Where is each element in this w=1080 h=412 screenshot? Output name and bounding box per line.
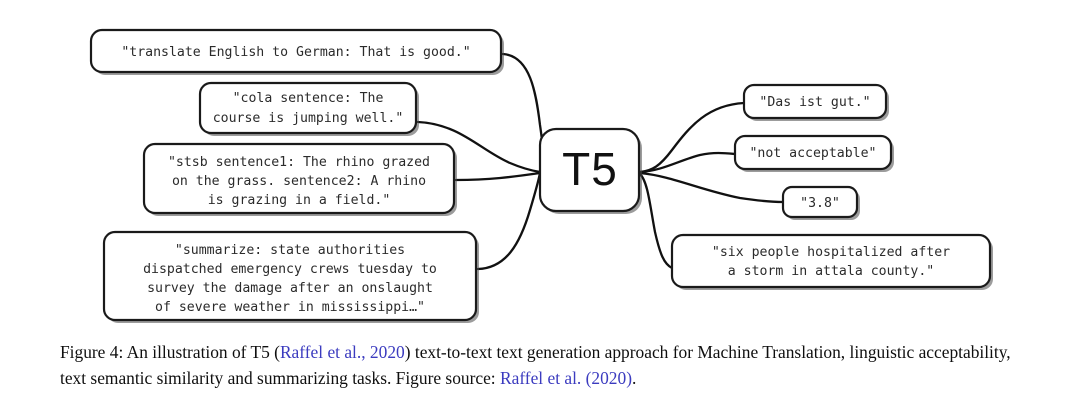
input-box-stsb[interactable]: "stsb sentence1: The rhino grazed on the…: [142, 142, 457, 216]
output-box-translation-line-1: "Das ist gut.": [759, 95, 870, 110]
t5-model-label: T5: [562, 143, 618, 195]
output-box-stsb-rect: [781, 185, 859, 219]
output-box-summarize-line-2: a storm in attala county.": [728, 264, 934, 279]
output-box-stsb-line-1: "3.8": [800, 196, 840, 211]
output-box-stsb[interactable]: "3.8": [781, 185, 860, 220]
output-box-cola-rect: [733, 134, 893, 171]
figure-caption: Figure 4: An illustration of T5 (Raffel …: [60, 340, 1022, 391]
output-connectors: [638, 101, 785, 270]
t5-diagram: "translate English to German: That is go…: [89, 28, 993, 323]
connector-t5-to-translation-out: [638, 101, 746, 174]
t5-model-node[interactable]: T5: [538, 127, 642, 214]
output-box-translation[interactable]: "Das ist gut.": [742, 83, 889, 121]
figure-caption-citation-2[interactable]: Raffel et al. (2020): [500, 367, 632, 388]
input-box-summarize-line-3: survey the damage after an onslaught: [147, 281, 433, 296]
output-box-summarize-rect: [670, 233, 992, 289]
connector-translate-to-t5: [501, 52, 545, 174]
input-box-cola-line-2: course is jumping well.": [213, 111, 404, 126]
input-box-translate-line-1: "translate English to German: That is go…: [121, 45, 470, 60]
figure-caption-text-1: An illustration of T5 (: [123, 342, 280, 362]
connector-cola-to-t5: [416, 120, 542, 174]
input-box-cola[interactable]: "cola sentence: The course is jumping we…: [198, 81, 419, 136]
output-box-summarize[interactable]: "six people hospitalized after a storm i…: [670, 233, 993, 290]
figure-caption-text-3: .: [632, 367, 637, 388]
input-box-summarize-line-4: of severe weather in mississippi…": [155, 300, 425, 315]
connector-t5-to-summarize-out: [638, 172, 674, 270]
output-box-cola[interactable]: "not acceptable": [733, 134, 894, 172]
input-box-summarize-rect: [102, 230, 478, 322]
input-box-stsb-line-1: "stsb sentence1: The rhino grazed: [168, 155, 430, 170]
output-box-cola-line-1: "not acceptable": [749, 146, 876, 161]
input-box-translate[interactable]: "translate English to German: That is go…: [89, 28, 504, 75]
input-box-summarize-line-1: "summarize: state authorities: [175, 243, 405, 258]
output-box-summarize-line-1: "six people hospitalized after: [712, 245, 950, 260]
t5-model-node-rect: [538, 127, 641, 213]
input-box-stsb-rect: [142, 142, 456, 215]
input-box-stsb-line-3: is grazing in a field.": [208, 193, 391, 208]
figure-caption-label: Figure 4:: [60, 342, 124, 362]
figure-caption-citation-1[interactable]: Raffel et al., 2020: [279, 342, 405, 362]
input-box-stsb-line-2: on the grass. sentence2: A rhino: [172, 174, 426, 189]
connector-t5-to-cola-out: [638, 151, 737, 174]
output-box-translation-rect: [742, 83, 888, 120]
figure-diagram-area: "translate English to German: That is go…: [89, 28, 993, 323]
input-box-cola-line-1: "cola sentence: The: [233, 91, 384, 106]
input-box-translate-rect: [89, 28, 503, 74]
input-box-summarize[interactable]: "summarize: state authorities dispatched…: [102, 230, 479, 323]
input-box-summarize-line-2: dispatched emergency crews tuesday to: [143, 262, 437, 277]
figure-caption-text-2: ) text-to-text text generation approach …: [60, 342, 1011, 388]
connector-t5-to-stsb-out: [638, 171, 785, 204]
connector-stsb-to-t5: [454, 171, 542, 182]
connector-summarize-to-t5: [476, 171, 542, 271]
input-box-cola-rect: [198, 81, 418, 135]
